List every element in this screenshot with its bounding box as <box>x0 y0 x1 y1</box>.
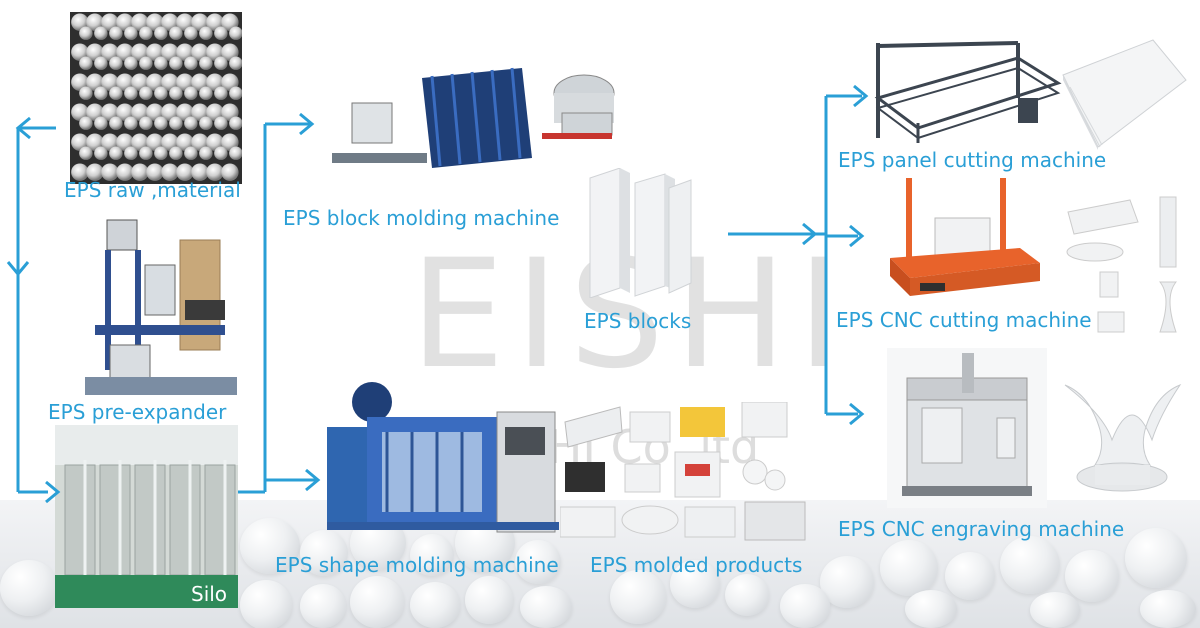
label-panel-cutting: EPS panel cutting machine <box>838 148 1106 172</box>
label-cnc-cutting: EPS CNC cutting machine <box>836 308 1092 332</box>
label-eps-blocks: EPS blocks <box>584 309 691 333</box>
label-raw-material: EPS raw ,material <box>64 178 241 202</box>
label-silo: Silo <box>191 582 227 606</box>
label-molded-products: EPS molded products <box>590 553 802 577</box>
label-cnc-engraving: EPS CNC engraving machine <box>838 517 1124 541</box>
label-pre-expander: EPS pre-expander <box>48 400 226 424</box>
label-shape-molding: EPS shape molding machine <box>275 553 559 577</box>
label-block-molding: EPS block molding machine <box>283 206 559 230</box>
